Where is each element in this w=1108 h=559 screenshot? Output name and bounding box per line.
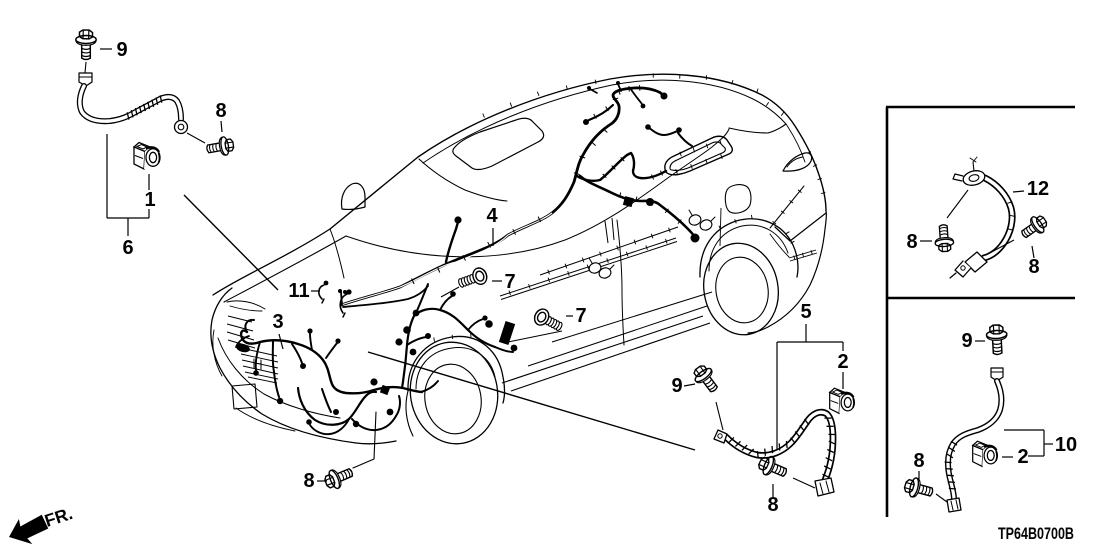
svg-text:8: 8 [215, 100, 226, 122]
svg-text:11: 11 [288, 280, 309, 302]
svg-text:6: 6 [122, 237, 133, 259]
svg-text:9: 9 [961, 330, 972, 352]
svg-text:2: 2 [837, 351, 848, 373]
svg-text:10: 10 [1055, 434, 1077, 456]
svg-text:9: 9 [116, 39, 127, 61]
svg-text:4: 4 [486, 205, 498, 227]
svg-text:8: 8 [906, 231, 917, 253]
svg-text:7: 7 [504, 271, 515, 293]
svg-text:3: 3 [272, 311, 283, 333]
svg-text:2: 2 [1017, 446, 1028, 468]
svg-text:TP64B0700B: TP64B0700B [998, 524, 1074, 543]
svg-text:8: 8 [767, 494, 778, 516]
svg-text:8: 8 [1028, 256, 1039, 278]
svg-text:12: 12 [1027, 178, 1049, 200]
svg-text:7: 7 [575, 305, 586, 327]
svg-text:1: 1 [144, 189, 155, 211]
svg-text:8: 8 [913, 450, 924, 472]
svg-text:8: 8 [303, 470, 314, 492]
svg-text:5: 5 [800, 301, 811, 323]
svg-text:9: 9 [671, 375, 682, 397]
